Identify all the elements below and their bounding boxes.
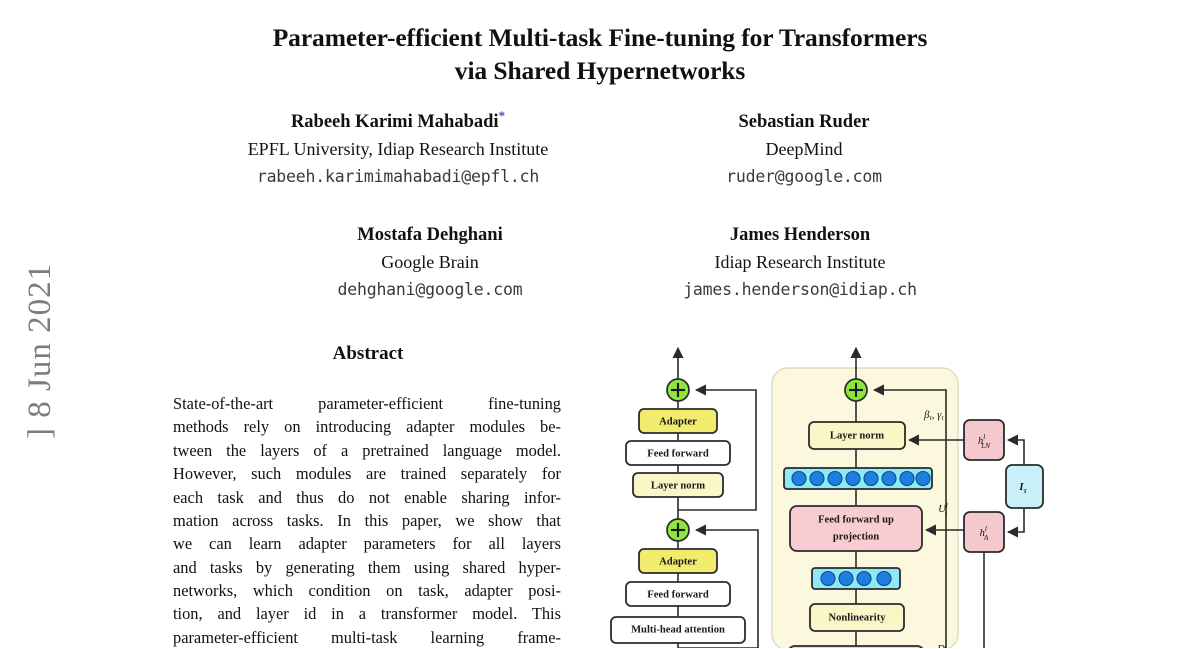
- author-affiliation: Google Brain: [381, 251, 479, 272]
- layer-norm-box-detail[interactable]: [808, 421, 906, 450]
- layer-norm-box-top-label: Layer norm: [651, 480, 705, 491]
- abstract-line: tion, and layer id in a transformer mode…: [173, 604, 561, 624]
- residual-connection-bottom: [678, 524, 759, 648]
- abstract-line: we can learn adapter parameters for all …: [173, 534, 561, 554]
- feed-forward-up-projection-line2: projection: [833, 531, 879, 542]
- layer-norm-box-detail-label: Layer norm: [830, 430, 884, 441]
- architecture-figure: Adapter Feed forward Layer norm Adapter …: [598, 340, 1200, 648]
- abstract-heading: Abstract: [332, 343, 404, 364]
- author-affiliation: EPFL University, Idiap Research Institut…: [247, 138, 549, 159]
- author-name: Mostafa Dehghani: [357, 225, 503, 246]
- author-email[interactable]: ruder@google.com: [726, 166, 882, 186]
- edge-down-projection-params: [983, 552, 985, 648]
- page-title: Parameter-efficient Multi-task Fine-tuni…: [170, 22, 1030, 87]
- feed-forward-box-bottom-label: Feed forward: [647, 589, 709, 600]
- feed-forward-box-bottom[interactable]: [625, 581, 731, 607]
- edge-embedding-to-adapter: [1006, 508, 1025, 538]
- residual-connection-top: [678, 384, 757, 511]
- edge-embedding-to-layernorm: [1006, 434, 1025, 465]
- author-email[interactable]: james.henderson@idiap.ch: [683, 279, 917, 299]
- abstract-line: However, such modules are trained separa…: [173, 464, 561, 484]
- author-name: James Henderson: [729, 225, 871, 246]
- multi-head-attention-box[interactable]: [610, 616, 746, 644]
- author-affiliation: Idiap Research Institute: [714, 251, 886, 272]
- author-name: Sebastian Ruder: [738, 112, 870, 133]
- abstract-line: and tasks by generating them using share…: [173, 557, 561, 577]
- abstract-line: each task and thus do not enable sharing…: [173, 487, 561, 507]
- author-email[interactable]: dehghani@google.com: [337, 279, 523, 299]
- footnote-marker: *: [498, 108, 506, 123]
- abstract-line: tween the layers of a pretrained languag…: [173, 440, 561, 460]
- activation-bar-narrow: [811, 567, 901, 590]
- arxiv-date-stamp: ] 8 Jun 2021: [22, 262, 58, 439]
- abstract-line: parameter-efficient multi-task learning …: [173, 627, 561, 647]
- detail-residual-connection: [872, 384, 947, 648]
- abstract-line: methods rely on introducing adapter modu…: [173, 417, 561, 437]
- author-block-1: Rabeeh Karimi Mahabadi* EPFL University,…: [188, 107, 608, 191]
- feed-forward-up-projection-line1: Feed forward up: [818, 514, 894, 525]
- author-affiliation: DeepMind: [765, 138, 843, 159]
- task-embedding-label: Iτ: [1018, 482, 1027, 495]
- abstract-line: State-of-the-art parameter-efficient fin…: [173, 394, 561, 413]
- multi-head-attention-label: Multi-head attention: [631, 624, 725, 635]
- feed-forward-up-projection-box[interactable]: [789, 505, 923, 552]
- title-line-2: via Shared Hypernetworks: [454, 55, 746, 85]
- edge-label-beta-gamma: βτ, γτ: [923, 410, 944, 422]
- author-email[interactable]: rabeeh.karimimahabadi@epfl.ch: [256, 166, 540, 186]
- feed-forward-box-top-label: Feed forward: [647, 448, 709, 459]
- adapter-box-top[interactable]: [638, 408, 718, 434]
- adapter-box-bottom[interactable]: [638, 548, 718, 574]
- title-line-1: Parameter-efficient Multi-task Fine-tuni…: [272, 23, 928, 52]
- author-name: Rabeeh Karimi Mahabadi*: [290, 108, 506, 133]
- layer-norm-box-top[interactable]: [632, 472, 724, 498]
- feed-forward-box-top[interactable]: [625, 440, 731, 466]
- nonlinearity-box-label: Nonlinearity: [828, 612, 886, 623]
- abstract-line: networks, which condition on task, adapt…: [173, 581, 561, 600]
- adapter-box-bottom-label: Adapter: [659, 556, 697, 567]
- author-block-2: Sebastian Ruder DeepMind ruder@google.co…: [594, 107, 1014, 191]
- author-block-4: James Henderson Idiap Research Institute…: [590, 220, 1010, 304]
- abstract-body: State-of-the-art parameter-efficient fin…: [173, 392, 561, 649]
- author-block-3: Mostafa Dehghani Google Brain dehghani@g…: [220, 220, 640, 304]
- nonlinearity-box[interactable]: [809, 603, 905, 632]
- edge-label-d-tau: Dlτ: [936, 642, 947, 648]
- abstract-line: mation across tasks. In this paper, we s…: [173, 510, 561, 530]
- activation-units-narrow: [820, 570, 892, 587]
- adapter-box-top-label: Adapter: [659, 416, 697, 427]
- activation-units-wide: [791, 470, 931, 487]
